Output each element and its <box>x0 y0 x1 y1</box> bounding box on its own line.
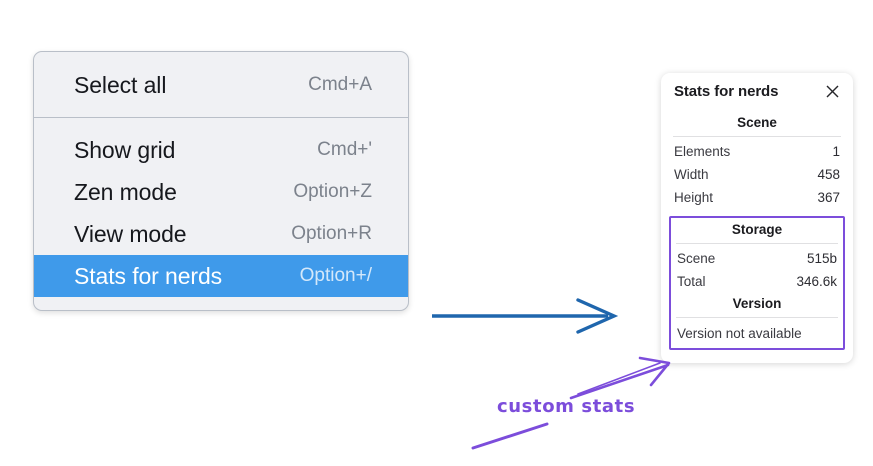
menu-item-label: Show grid <box>74 137 176 163</box>
stat-value: 1 <box>832 144 840 159</box>
callout-arrow-icon <box>569 356 671 400</box>
menu-item-label: Zen mode <box>74 179 177 205</box>
menu-item-shortcut: Option+R <box>291 223 372 244</box>
stat-label: Total <box>677 274 706 289</box>
panel-header: Stats for nerds <box>672 83 842 100</box>
menu-item-stats-for-nerds[interactable]: Stats for nerds Option+/ <box>34 255 408 297</box>
stat-row-width: Width 458 <box>672 163 842 186</box>
menu-item-show-grid[interactable]: Show grid Cmd+' <box>34 129 408 171</box>
version-section-heading: Version <box>732 296 782 311</box>
menu-item-view-mode[interactable]: View mode Option+R <box>34 213 408 255</box>
stat-row-height: Height 367 <box>672 186 842 209</box>
stat-label: Width <box>674 167 709 182</box>
stat-row-storage-total: Total 346.6k <box>675 270 839 293</box>
storage-divider <box>676 243 838 244</box>
menu-section-2: Show grid Cmd+' Zen mode Option+Z View m… <box>34 118 408 310</box>
close-icon[interactable] <box>825 84 840 99</box>
stat-value: 367 <box>817 190 840 205</box>
storage-section-heading: Storage <box>731 222 783 237</box>
menu-section-1: Select all Cmd+A <box>34 52 408 117</box>
stat-label: Height <box>674 190 714 205</box>
panel-title: Stats for nerds <box>674 83 779 100</box>
stat-label: Elements <box>674 144 731 159</box>
menu-item-label: Select all <box>74 72 167 98</box>
stat-value: 515b <box>806 251 837 266</box>
menu-item-label: View mode <box>74 221 187 247</box>
menu-item-shortcut: Cmd+' <box>317 139 372 160</box>
menu-item-shortcut: Cmd+A <box>308 74 372 95</box>
scene-section-heading: Scene <box>737 115 777 130</box>
menu-item-shortcut: Option+Z <box>293 181 372 202</box>
stat-row-storage-scene: Scene 515b <box>675 247 839 270</box>
menu-item-select-all[interactable]: Select all Cmd+A <box>34 64 408 106</box>
stat-row-elements: Elements 1 <box>672 140 842 163</box>
menu-divider <box>34 117 408 118</box>
custom-stats-highlight-box: Storage Scene 515b Total 346.6k Version … <box>669 216 845 350</box>
menu-item-zen-mode[interactable]: Zen mode Option+Z <box>34 171 408 213</box>
scene-divider <box>673 136 841 137</box>
stat-value: 458 <box>817 167 840 182</box>
stat-value: 346.6k <box>796 274 837 289</box>
context-menu[interactable]: Select all Cmd+A Show grid Cmd+' Zen mod… <box>33 51 409 311</box>
stat-label: Scene <box>677 251 716 266</box>
callout-underline <box>471 422 549 450</box>
stats-for-nerds-panel: Stats for nerds Scene Elements 1 Width 4… <box>661 73 853 363</box>
menu-item-label: Stats for nerds <box>74 263 223 289</box>
menu-item-shortcut: Option+/ <box>299 265 372 286</box>
callout-label: custom stats <box>497 396 636 417</box>
version-value: Version not available <box>677 326 802 341</box>
flow-arrow-icon <box>432 298 619 334</box>
version-divider <box>676 317 838 318</box>
